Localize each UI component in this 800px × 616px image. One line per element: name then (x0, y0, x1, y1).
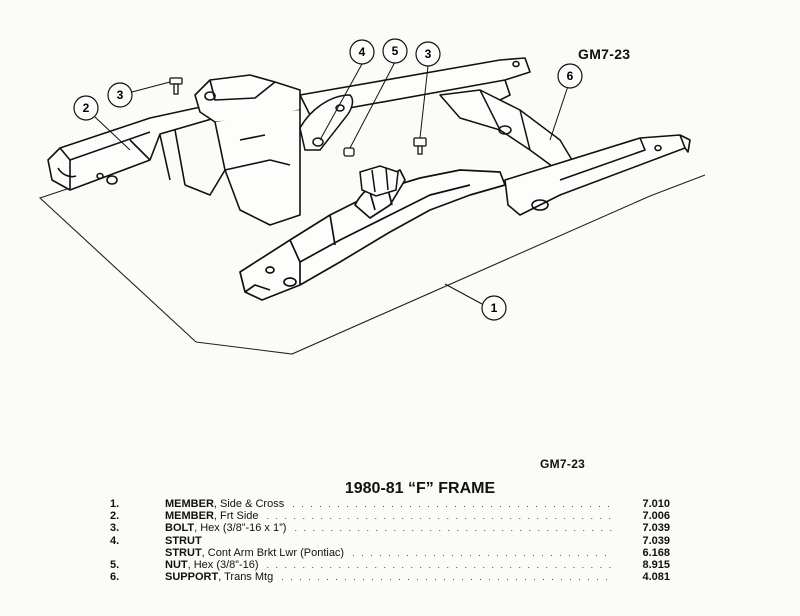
part-code: 8.915 (642, 558, 670, 571)
leader-dots: . . . . . . . . . . . . . . . . . . . . … (292, 499, 612, 509)
part-number: 3. (110, 522, 120, 535)
part-name: STRUT, Cont Arm Brkt Lwr (Pontiac) (165, 546, 345, 559)
part-number: 1. (110, 498, 120, 510)
part-code: 6.168 (642, 546, 670, 559)
parts-row: 4. STRUT 7.039 (110, 535, 670, 547)
ground-outline (38, 174, 706, 355)
leader-dots: . . . . . . . . . . . . . . . . . . . . … (281, 572, 612, 583)
front-side-member (47, 104, 216, 191)
callout-5-label: 5 (392, 44, 399, 58)
callout-6: 6 (557, 63, 583, 89)
part-number: 6. (110, 571, 120, 584)
page-title: 1980-81 “F” FRAME (344, 480, 496, 497)
callout-3-left-label: 3 (117, 88, 124, 102)
frame-diagram: 1 2 3 3 4 5 6 (38, 38, 706, 355)
engine-mount (359, 165, 399, 197)
parts-row: 1. MEMBER, Side & Cross . . . . . . . . … (110, 498, 670, 510)
parts-row: 2. MEMBER, Frt Side . . . . . . . . . . … (110, 510, 670, 522)
callout-1: 1 (481, 295, 507, 321)
parts-row: STRUT, Cont Arm Brkt Lwr (Pontiac) . . .… (110, 547, 670, 559)
callout-4: 4 (349, 39, 375, 65)
leader-dots: . . . . . . . . . . . . . . . . . . . . … (266, 511, 612, 522)
strut (299, 94, 354, 151)
part-name: MEMBER, Frt Side (165, 510, 259, 523)
figure-code-bottom: GM7-23 (540, 457, 586, 471)
figure-code-top: GM7-23 (578, 46, 631, 62)
parts-row: 6. SUPPORT, Trans Mtg . . . . . . . . . … (110, 571, 670, 583)
callout-2: 2 (73, 95, 99, 121)
part-number: 2. (110, 510, 120, 523)
part-code: 7.010 (642, 498, 670, 510)
rear-crossmember (504, 134, 691, 216)
part-name: STRUT (165, 534, 202, 547)
leader-dots: . . . . . . . . . . . . . . . . . . . . … (352, 547, 612, 558)
part-name: NUT, Hex (3/8”-16) (165, 558, 259, 571)
nut (343, 147, 355, 157)
callout-2-label: 2 (83, 101, 90, 115)
callout-3-right: 3 (415, 41, 441, 67)
bolt-middle (413, 137, 427, 155)
part-number: 4. (110, 534, 120, 547)
part-name: BOLT, Hex (3/8”-16 x 1”) (165, 522, 287, 535)
callout-3-left: 3 (107, 82, 133, 108)
callout-6-label: 6 (567, 69, 574, 83)
leader-dots: . . . . . . . . . . . . . . . . . . . . … (266, 559, 612, 570)
parts-row: 3. BOLT, Hex (3/8”-16 x 1”) . . . . . . … (110, 522, 670, 534)
part-code: 7.039 (642, 534, 670, 547)
part-name: SUPPORT, Trans Mtg (165, 571, 274, 584)
part-number: 5. (110, 558, 120, 571)
parts-row: 5. NUT, Hex (3/8”-16) . . . . . . . . . … (110, 559, 670, 571)
leader-lines (94, 61, 569, 305)
bolt-upper (169, 77, 183, 95)
leader-dots: . . . . . . . . . . . . . . . . . . . . … (294, 523, 612, 534)
part-code: 4.081 (642, 571, 670, 584)
callout-1-label: 1 (491, 301, 498, 315)
part-name: MEMBER, Side & Cross (165, 498, 285, 510)
callout-4-label: 4 (359, 45, 366, 59)
part-code: 7.039 (642, 522, 670, 535)
callout-3-right-label: 3 (425, 47, 432, 61)
parts-list: 1. MEMBER, Side & Cross . . . . . . . . … (110, 498, 670, 583)
callout-5: 5 (382, 38, 408, 64)
trans-support (439, 89, 576, 173)
left-crossmember (159, 74, 301, 226)
part-code: 7.006 (642, 510, 670, 523)
